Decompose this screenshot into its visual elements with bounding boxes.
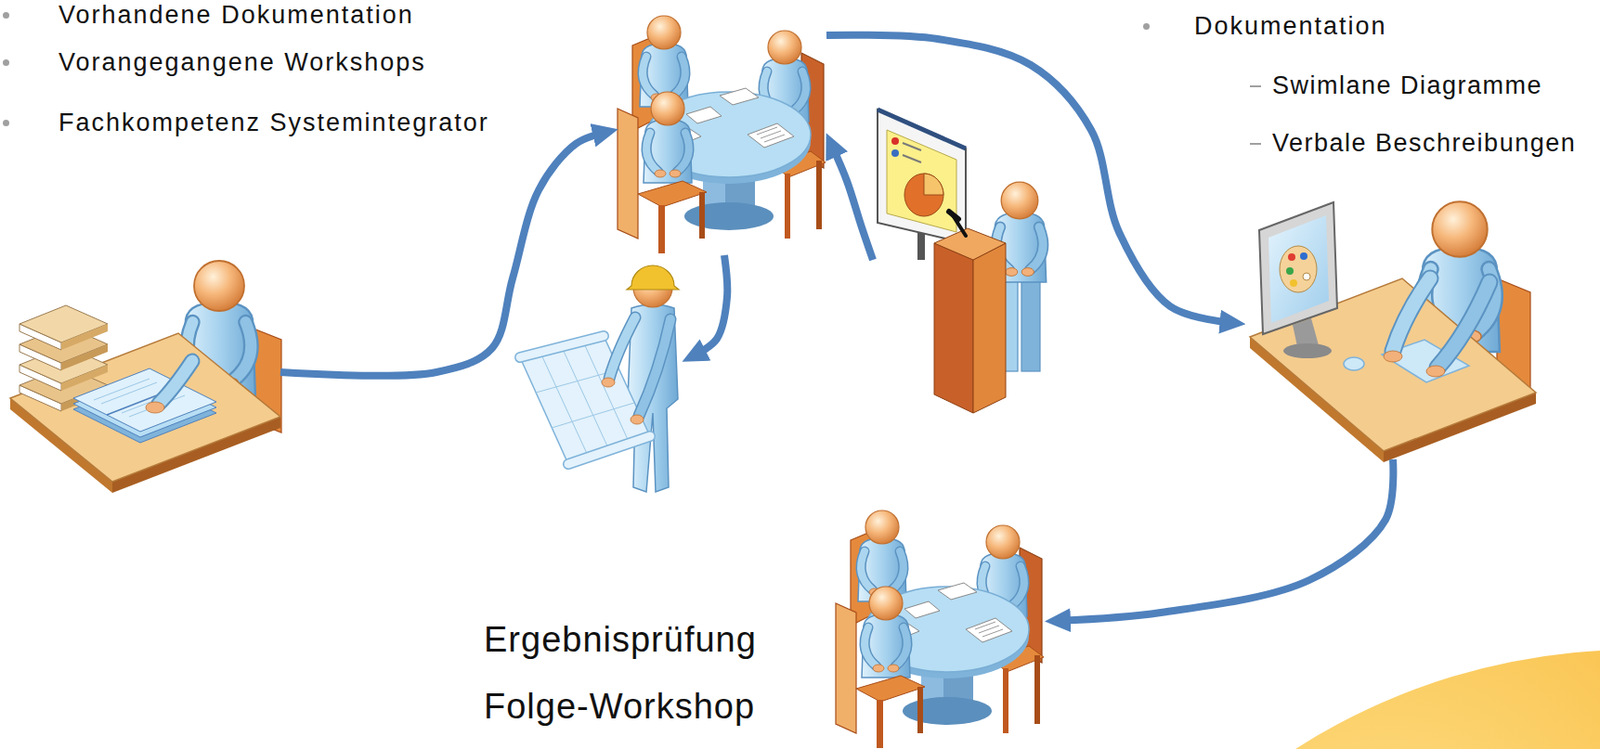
figure-node: Vorhandene DokumentationVorangegangene W…: [10, 249, 281, 491]
meeting-figure: [835, 510, 1044, 749]
bullet-dash: [1249, 143, 1262, 145]
engineer-figure: [520, 265, 679, 493]
bullet-dash: [1249, 85, 1262, 88]
bullet-dot: [2, 59, 10, 66]
flow-arrow: [1059, 459, 1393, 622]
designer-figure: [1249, 201, 1536, 463]
desk-reader-figure: [10, 260, 282, 494]
bullet-text: Dokumentation: [1194, 12, 1388, 41]
figure-node: [520, 260, 684, 495]
figure-node: ErgebnisprüfungFolge-Workshop: [835, 499, 1045, 749]
meeting-figure: [617, 15, 826, 254]
sub-bullet-text: Swimlane Diagramme: [1272, 71, 1543, 101]
bullet-dot: [1143, 23, 1150, 30]
flow-arrow: [695, 255, 728, 355]
figure-node: [872, 106, 1052, 414]
figure-node: [617, 4, 827, 256]
flow-arrow: [832, 146, 873, 261]
bullet-dot: [2, 119, 10, 127]
step-label: Folge-Workshop: [483, 687, 755, 729]
sub-bullet-text: Verbale Beschreibungen: [1272, 129, 1576, 158]
orange-disc: [1006, 650, 1600, 749]
bullet-text: Fachkompetenz Systemintegrator: [58, 108, 490, 138]
presenter-figure: [877, 109, 1047, 414]
bullet-text: Vorhandene Dokumentation: [58, 0, 415, 30]
figure-node: DokumentationSwimlane DiagrammeVerbale B…: [1245, 198, 1536, 460]
step-label: Ergebnisprüfung: [483, 620, 757, 662]
flow-arrow: [826, 35, 1232, 324]
bullet-text: Vorangegangene Workshops: [58, 48, 427, 78]
flow-arrow: [280, 132, 604, 377]
bullet-dot: [2, 12, 10, 19]
